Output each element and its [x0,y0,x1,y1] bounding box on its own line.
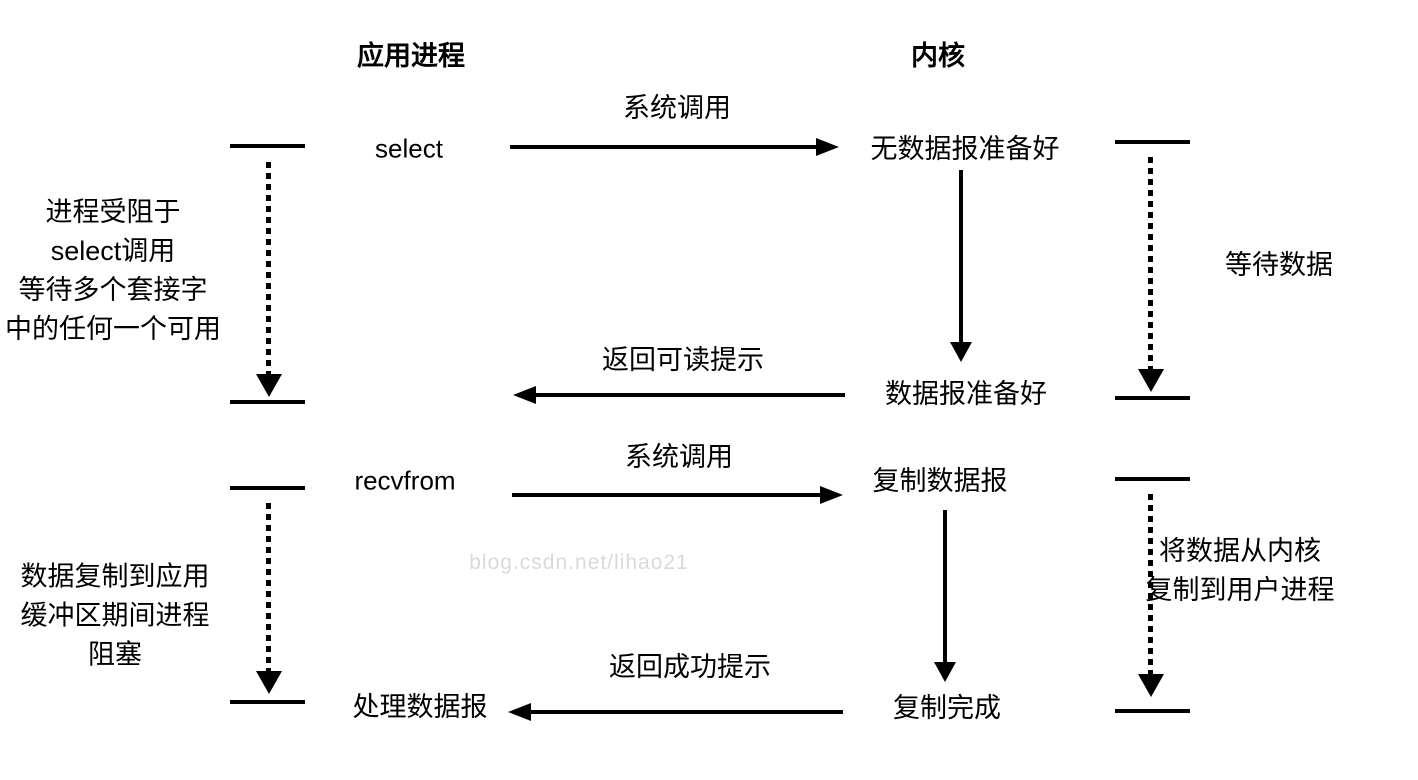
node-recvfrom: recvfrom [354,465,456,496]
annotation-blocked-during-copy: 数据复制到应用 缓冲区期间进程 阻塞 [21,558,210,675]
app-blocking-arrowhead-2-icon [256,671,282,694]
annotation-line: 阻塞 [88,639,142,670]
app-blocking-dotted-line-2 [266,503,271,671]
annotation-blocked-in-select: 进程受阻于 select调用 等待多个套接字 中的任何一个可用 [5,193,221,349]
syscall-arrow-2-line [512,493,820,497]
header-application-process: 应用进程 [357,40,465,71]
annotation-line: 复制到用户进程 [1145,575,1335,605]
return-readable-arrow-line [535,393,845,397]
annotation-copy-kernel-to-user: 将数据从内核 复制到用户进程 [1146,532,1335,610]
kernel-lifeline-tick-2-bottom [1115,709,1190,713]
annotation-line: 中的任何一个可用 [5,314,221,344]
annotation-line: 进程受阻于 [45,197,181,227]
kernel-wait-arrowhead-1-icon [1138,369,1164,392]
node-copy-datagram: 复制数据报 [872,465,1008,496]
return-success-arrow-head-icon [508,703,531,721]
csdn-watermark: blog.csdn.net/lihao21 [469,551,689,574]
app-lifeline-tick-1-top [230,144,305,148]
kernel-flow-arrowhead-2-icon [934,662,956,682]
kernel-flow-arrowhead-1-icon [950,342,972,362]
return-readable-arrow-head-icon [513,386,536,404]
kernel-lifeline-tick-1-bottom [1115,396,1190,400]
return-success-arrow-label: 返回成功提示 [609,651,771,682]
annotation-line: 将数据从内核 [1159,536,1321,566]
app-lifeline-tick-2-bottom [230,700,305,704]
node-datagram-ready: 数据报准备好 [885,378,1047,409]
app-lifeline-tick-1-bottom [230,400,305,404]
kernel-flow-line-2 [943,510,947,662]
syscall-arrow-2-label: 系统调用 [625,441,733,472]
app-blocking-dotted-line-1 [266,162,271,374]
node-no-datagram-ready: 无数据报准备好 [870,133,1060,164]
kernel-wait-dotted-line-2 [1148,494,1153,674]
kernel-lifeline-tick-1-top [1115,140,1190,144]
annotation-line: select调用 [50,236,176,266]
annotation-line: 等待多个套接字 [18,275,208,305]
node-copy-complete: 复制完成 [893,692,1001,723]
syscall-arrow-1-label: 系统调用 [623,92,731,123]
app-lifeline-tick-2-top [230,486,305,490]
return-readable-arrow-label: 返回可读提示 [602,344,764,375]
syscall-arrow-1-line [510,145,816,149]
node-process-datagram: 处理数据报 [352,691,488,722]
kernel-lifeline-tick-2-top [1115,477,1190,481]
node-select: select [375,133,443,164]
app-blocking-arrowhead-1-icon [256,374,282,397]
header-kernel: 内核 [911,40,965,71]
syscall-arrow-1-head-icon [816,138,839,156]
kernel-wait-arrowhead-2-icon [1138,674,1164,697]
kernel-wait-dotted-line-1 [1148,157,1153,369]
kernel-flow-line-1 [959,170,963,342]
annotation-wait-for-data: 等待数据 [1225,249,1333,280]
annotation-line: 数据复制到应用 [20,561,210,592]
annotation-line: 缓冲区期间进程 [20,600,210,631]
syscall-arrow-2-head-icon [820,486,843,504]
return-success-arrow-line [530,710,843,714]
